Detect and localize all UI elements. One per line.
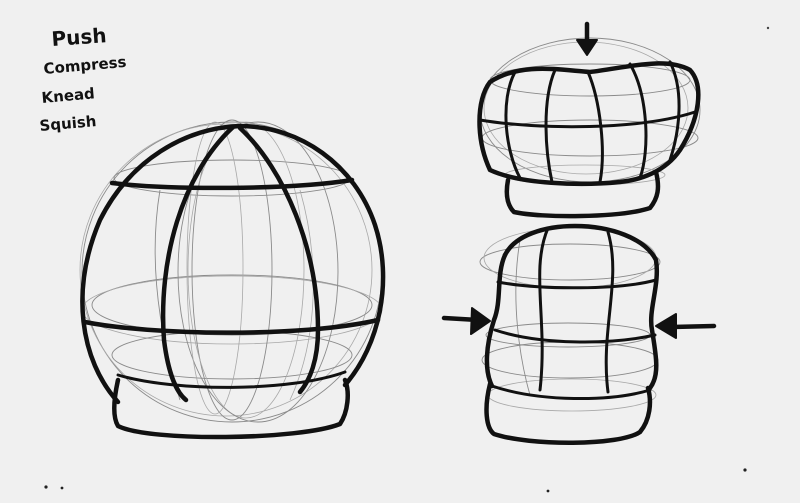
note-line-squish: Squish [39, 112, 97, 135]
note-line-compress: Compress [43, 53, 127, 78]
sphere-on-base-drawing [79, 119, 386, 440]
compressed-form-drawing [477, 37, 701, 219]
handwritten-notes: Push Compress Knead Squish [39, 23, 127, 135]
stray-marks [44, 26, 770, 493]
note-line-push: Push [51, 23, 108, 51]
note-line-knead: Knead [41, 84, 96, 107]
pinched-form-drawing [479, 223, 661, 446]
squeeze-left-arrow [441, 307, 491, 335]
push-down-arrow [576, 21, 598, 56]
squeeze-right-arrow [655, 313, 717, 339]
